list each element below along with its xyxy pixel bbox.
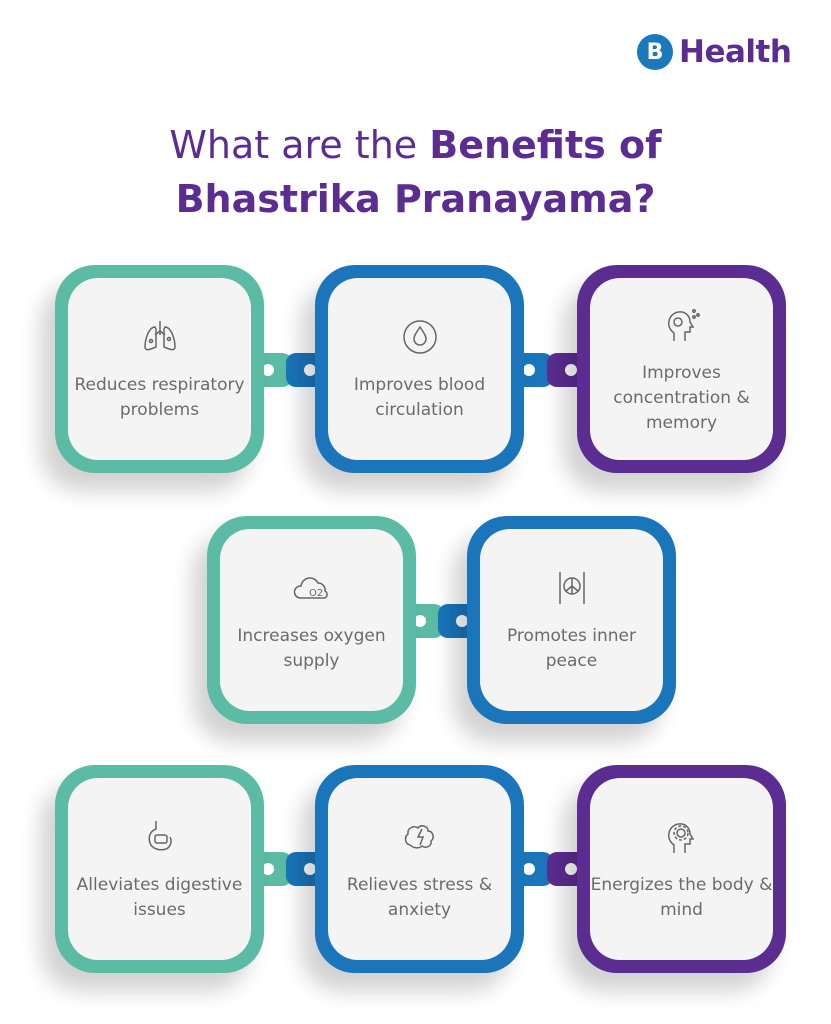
stomach-icon — [138, 815, 182, 863]
benefit-card: Reduces respiratory problems — [55, 265, 264, 473]
connector — [523, 852, 577, 886]
connector — [262, 353, 316, 387]
lungs-icon — [138, 315, 182, 363]
benefit-card: Energizes the body & mind — [577, 765, 786, 973]
benefit-card: Relieves stress & anxiety — [315, 765, 524, 973]
brain-lightning-icon — [398, 815, 442, 863]
benefit-label: Increases oxygen supply — [237, 626, 386, 671]
logo-text: Health — [679, 34, 792, 70]
title-bold: Benefits of — [429, 123, 662, 167]
benefit-card: Improves blood circulation — [315, 265, 524, 473]
benefit-label: Reduces respiratory problems — [74, 375, 245, 420]
connector — [262, 852, 316, 886]
benefit-card: O2 Increases oxygen supply — [207, 516, 416, 724]
benefit-label: Energizes the body & mind — [590, 875, 773, 920]
benefit-card: Improves concentration & memory — [577, 265, 786, 473]
title-line2: Bhastrika Pranayama? — [175, 177, 656, 221]
benefit-label: Promotes inner peace — [506, 626, 637, 671]
page-title: What are the Benefits of Bhastrika Prana… — [0, 118, 831, 226]
head-brain-icon — [660, 303, 704, 351]
benefit-label: Improves blood circulation — [353, 375, 486, 420]
benefit-label: Improves concentration & memory — [613, 362, 750, 433]
benefit-card: Promotes inner peace — [467, 516, 676, 724]
benefit-label: Alleviates digestive issues — [76, 875, 243, 920]
svg-text:O2: O2 — [309, 588, 323, 599]
blood-drop-icon — [398, 315, 442, 363]
connector — [414, 604, 468, 638]
head-gear-icon — [660, 815, 704, 863]
benefit-card: Alleviates digestive issues — [55, 765, 264, 973]
logo-mark: B — [637, 34, 673, 70]
title-prefix: What are the — [169, 123, 430, 167]
brand-logo: B Health — [637, 34, 792, 70]
chest-peace-icon — [550, 566, 594, 614]
connector — [523, 353, 577, 387]
benefit-label: Relieves stress & anxiety — [346, 875, 493, 920]
oxygen-cloud-icon: O2 — [290, 566, 334, 614]
